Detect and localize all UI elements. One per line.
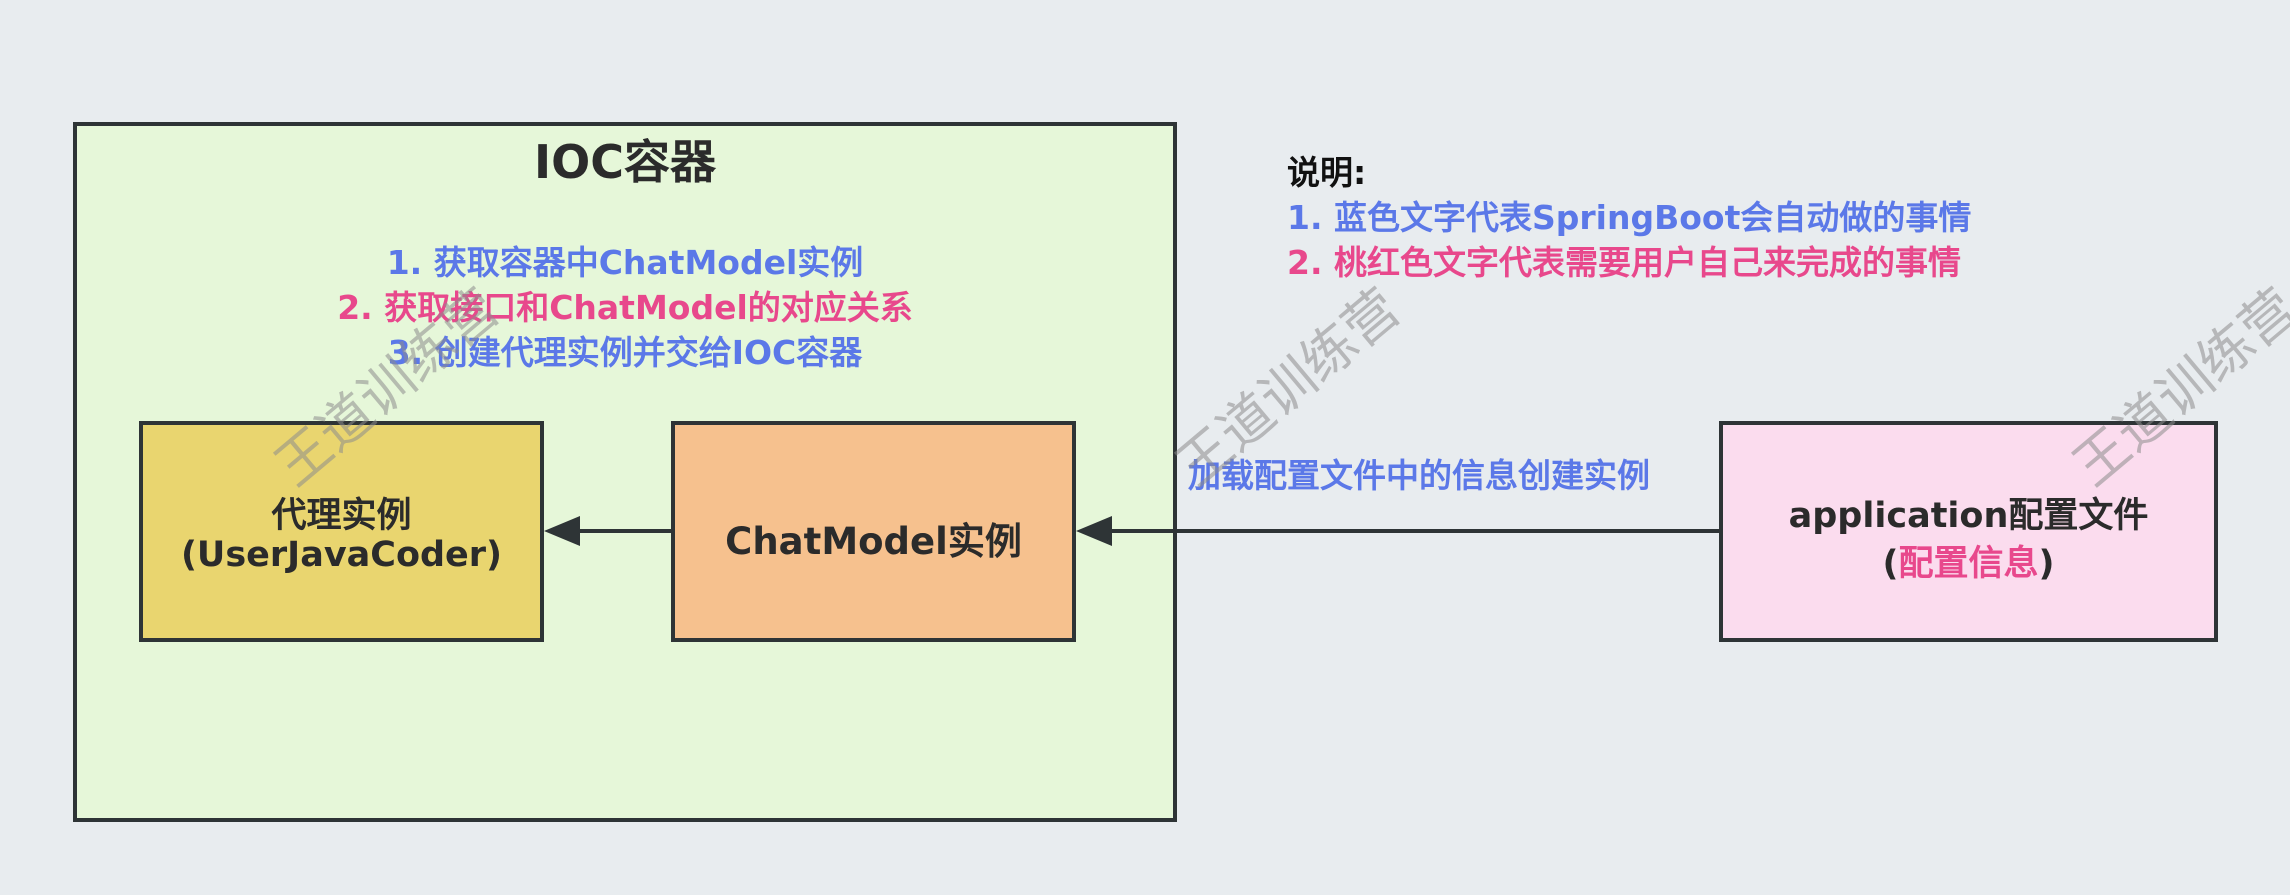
step-create-proxy: 3. 创建代理实例并交给IOC容器 [387, 333, 863, 372]
legend-note: 说明: 1. 蓝色文字代表SpringBoot会自动做的事情 2. 桃红色文字代… [1287, 150, 1971, 285]
chatmodel-instance-node[interactable]: ChatModel实例 [671, 421, 1076, 642]
legend-note-pink: 2. 桃红色文字代表需要用户自己来完成的事情 [1287, 243, 1961, 282]
chatmodel-node-label: ChatModel实例 [725, 520, 1022, 563]
legend-note-blue: 1. 蓝色文字代表SpringBoot会自动做的事情 [1287, 198, 1972, 237]
step-get-interface-mapping: 2. 获取接口和ChatModel的对应关系 [337, 288, 913, 327]
app-node-config-info: 配置信息 [1898, 544, 2039, 584]
app-node-sublabel: (配置信息) [1723, 535, 2214, 586]
arrowhead-chatmodel [1076, 516, 1112, 546]
app-node-paren-open: ( [1882, 544, 1899, 584]
legend-note-title: 说明: [1287, 153, 1367, 192]
arrowhead-proxy [544, 516, 580, 546]
app-node-paren-close: ) [2038, 544, 2055, 584]
application-config-node[interactable]: application配置文件 (配置信息) [1719, 421, 2218, 642]
proxy-instance-node[interactable]: 代理实例 (UserJavaCoder) [139, 421, 544, 642]
proxy-node-label: 代理实例 [271, 496, 412, 536]
ioc-container-title: IOC容器 [534, 135, 716, 189]
app-node-label: application配置文件 [1788, 496, 2149, 536]
step-get-chatmodel: 1. 获取容器中ChatModel实例 [386, 243, 864, 282]
edge-label-load-config: 加载配置文件中的信息创建实例 [1188, 456, 1650, 495]
proxy-node-sublabel: (UserJavaCoder) [180, 535, 503, 575]
